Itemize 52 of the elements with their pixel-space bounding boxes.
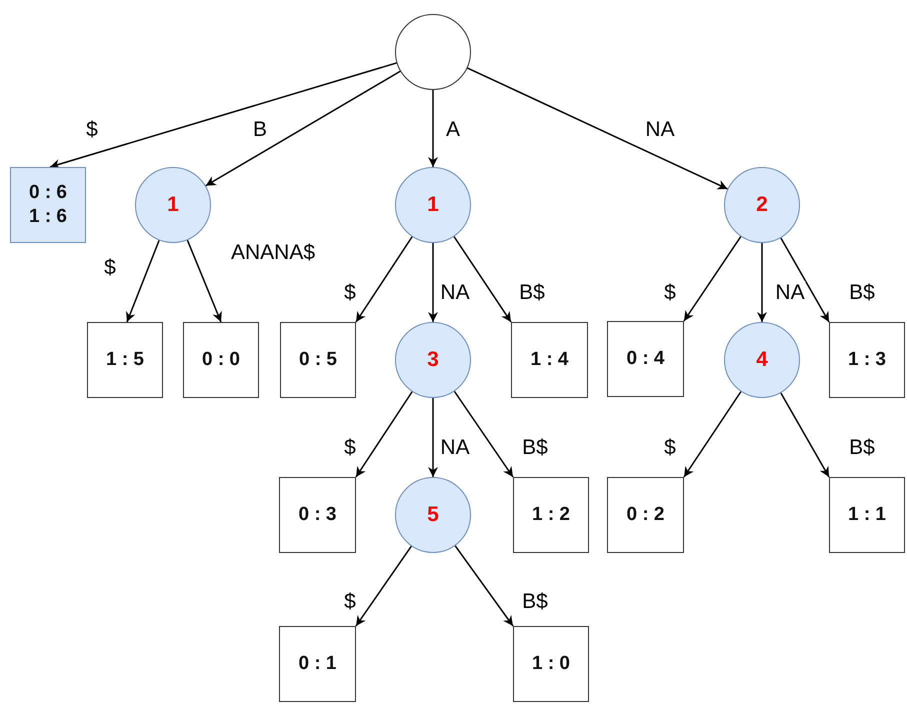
leaf-box [279,477,356,553]
node-label: 1 : 0 [532,652,570,676]
arrow [780,392,830,478]
leaf-box [607,321,684,397]
arrow [454,390,514,478]
node-label: 0 : 4 [626,347,665,371]
node-label: 1 : 4 [530,348,569,372]
leaf-box [279,626,356,702]
leaf-box [280,322,356,398]
leaf-box [607,477,684,553]
arrow [355,391,413,478]
leaf-box [513,477,589,553]
node-label: 0 : 6 [28,181,68,205]
node-label: 4 [756,348,768,372]
node-label: 1 : 1 [848,503,886,527]
arrow [467,67,728,190]
node-label: 2 [756,193,768,217]
arrow [186,240,222,322]
arrow [453,236,512,322]
node-label: 0 : 2 [626,503,665,527]
node-label: 1 : 2 [532,503,570,527]
arrow [428,243,438,322]
arrow [683,236,742,322]
arrow [683,391,742,478]
arrow [355,546,412,626]
arrow [205,70,401,186]
leaf-box [829,477,905,553]
node-label: 1 [167,193,179,217]
arrow [50,62,397,169]
leaf-box [10,167,86,243]
leaf-box [87,322,163,398]
leaf-box [511,322,588,398]
arrow [454,545,514,626]
node-label: 0 : 0 [202,348,240,372]
arrow [126,240,160,322]
arrow [428,398,438,477]
node-label: 1 : 6 [28,205,68,229]
node-label: 1 : 3 [848,348,886,372]
node-label: 5 [427,503,439,527]
node-label: 1 [427,193,439,217]
arrow [757,243,767,322]
arrow [355,236,413,322]
node-label: 1 : 5 [106,348,144,372]
node-label: 0 : 5 [298,348,338,372]
leaf-box [513,626,589,702]
node-label: 0 : 1 [298,652,337,676]
arrow [780,238,830,322]
arrow [428,90,438,167]
node-label: 0 : 3 [298,503,337,527]
node-label: 3 [427,348,439,372]
leaf-box [829,322,905,398]
leaf-box [183,322,259,398]
